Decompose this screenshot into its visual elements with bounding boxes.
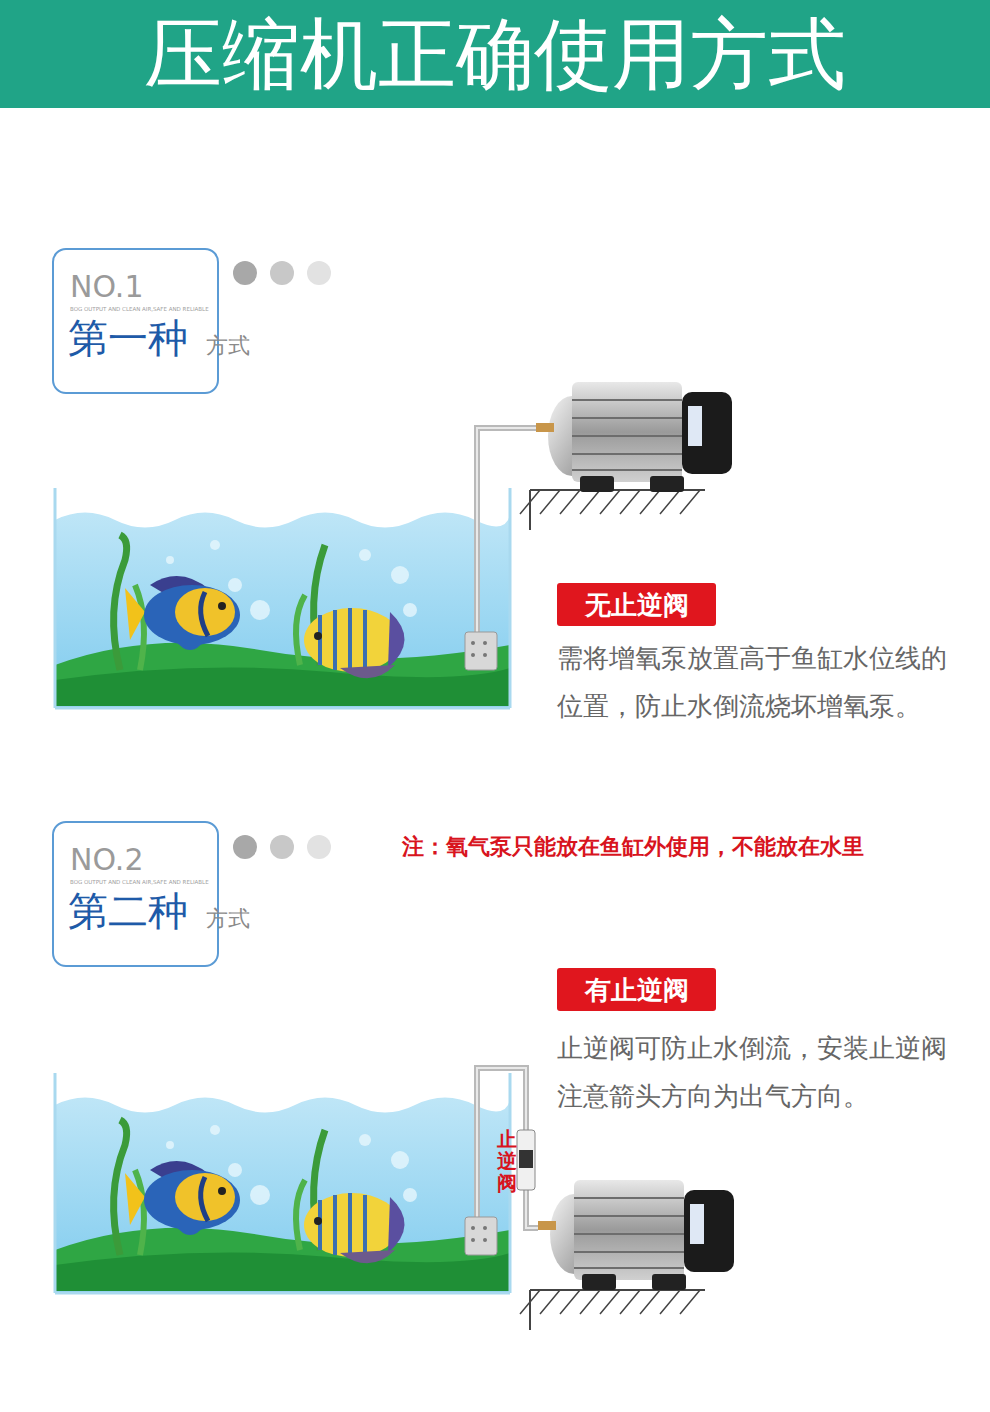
instruction-text: 需将增氧泵放置高于鱼缸水位线的位置，防止水倒流烧坏增氧泵。	[557, 634, 949, 730]
badge-subtitle: BOG OUTPUT AND CLEAN AIR,SAFE AND RELIAB…	[70, 879, 209, 886]
method-suffix: 方式	[206, 904, 250, 934]
badge-heading: 第一种	[68, 314, 188, 362]
badge-heading: 第二种	[68, 887, 188, 935]
valve-label: 止逆阀	[497, 1128, 517, 1194]
valve-tag: 有止逆阀	[557, 968, 716, 1011]
warning-note: 注：氧气泵只能放在鱼缸外使用，不能放在水里	[402, 832, 864, 862]
badge-number: NO.1	[70, 270, 143, 304]
valve-tag-text: 有止逆阀	[585, 974, 689, 1006]
instruction-text: 止逆阀可防止水倒流，安装止逆阀注意箭头方向为出气方向。	[557, 1024, 949, 1120]
method-suffix: 方式	[206, 331, 250, 361]
method-badge: NO.1BOG OUTPUT AND CLEAN AIR,SAFE AND RE…	[52, 248, 219, 394]
valve-tag-text: 无止逆阀	[585, 589, 689, 621]
method-badge: NO.2BOG OUTPUT AND CLEAN AIR,SAFE AND RE…	[52, 821, 219, 967]
valve-tag: 无止逆阀	[557, 583, 716, 626]
badge-number: NO.2	[70, 843, 143, 877]
badge-subtitle: BOG OUTPUT AND CLEAN AIR,SAFE AND RELIAB…	[70, 306, 209, 313]
page-title: 压缩机正确使用方式	[0, 10, 990, 98]
